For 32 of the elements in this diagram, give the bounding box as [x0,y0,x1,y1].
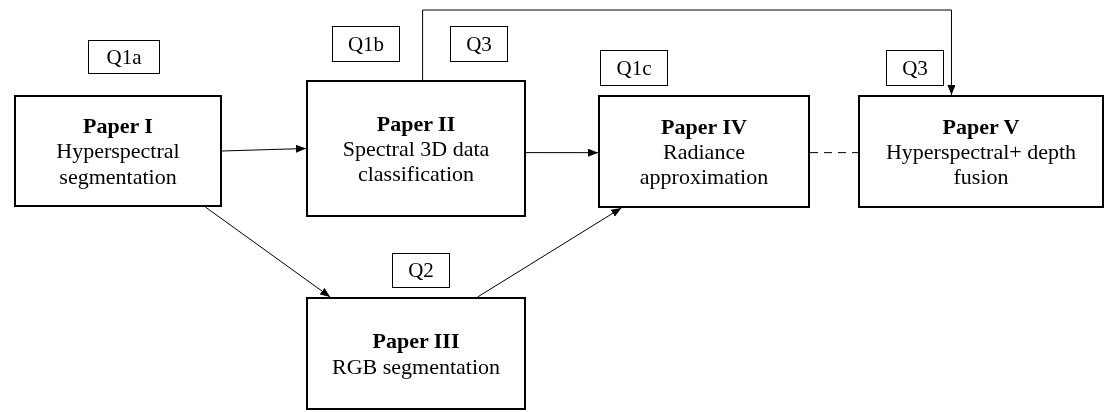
paper-title: Paper III [372,328,460,354]
paper-topic: RGB segmentation [331,353,500,379]
paper-title: Paper IV [661,113,747,139]
question-label: Q3 [902,55,928,81]
paper-title: Paper I [83,113,153,139]
paper-title: Paper II [376,110,456,136]
paper-title: Paper V [942,113,1020,139]
question-label: Q2 [408,258,434,283]
question-box [88,40,160,74]
arrow [477,207,622,298]
paper-topic: Radiance approximation [638,138,770,190]
paper-topic: Spectral 3D data classification [341,135,491,187]
paper-box [306,80,526,217]
paper-box [858,95,1104,208]
paper-topic: Hyperspectral segmentation [55,138,181,189]
arrow [525,148,599,157]
question-box [392,253,450,288]
question-box [886,50,944,86]
arrow [221,144,307,153]
paper-box [14,95,222,207]
question-label: Q1c [616,55,652,81]
arrow [204,206,331,298]
question-label: Q1b [347,31,385,57]
question-label: Q3 [466,31,492,57]
paper-box [306,297,526,410]
paper-box [598,95,810,208]
question-box [332,26,400,62]
question-box [450,26,508,62]
arrow [422,9,956,96]
question-label: Q1a [106,44,142,70]
question-box [600,50,668,86]
paper-topic: Hyperspectral+ depth fusion [884,138,1078,190]
